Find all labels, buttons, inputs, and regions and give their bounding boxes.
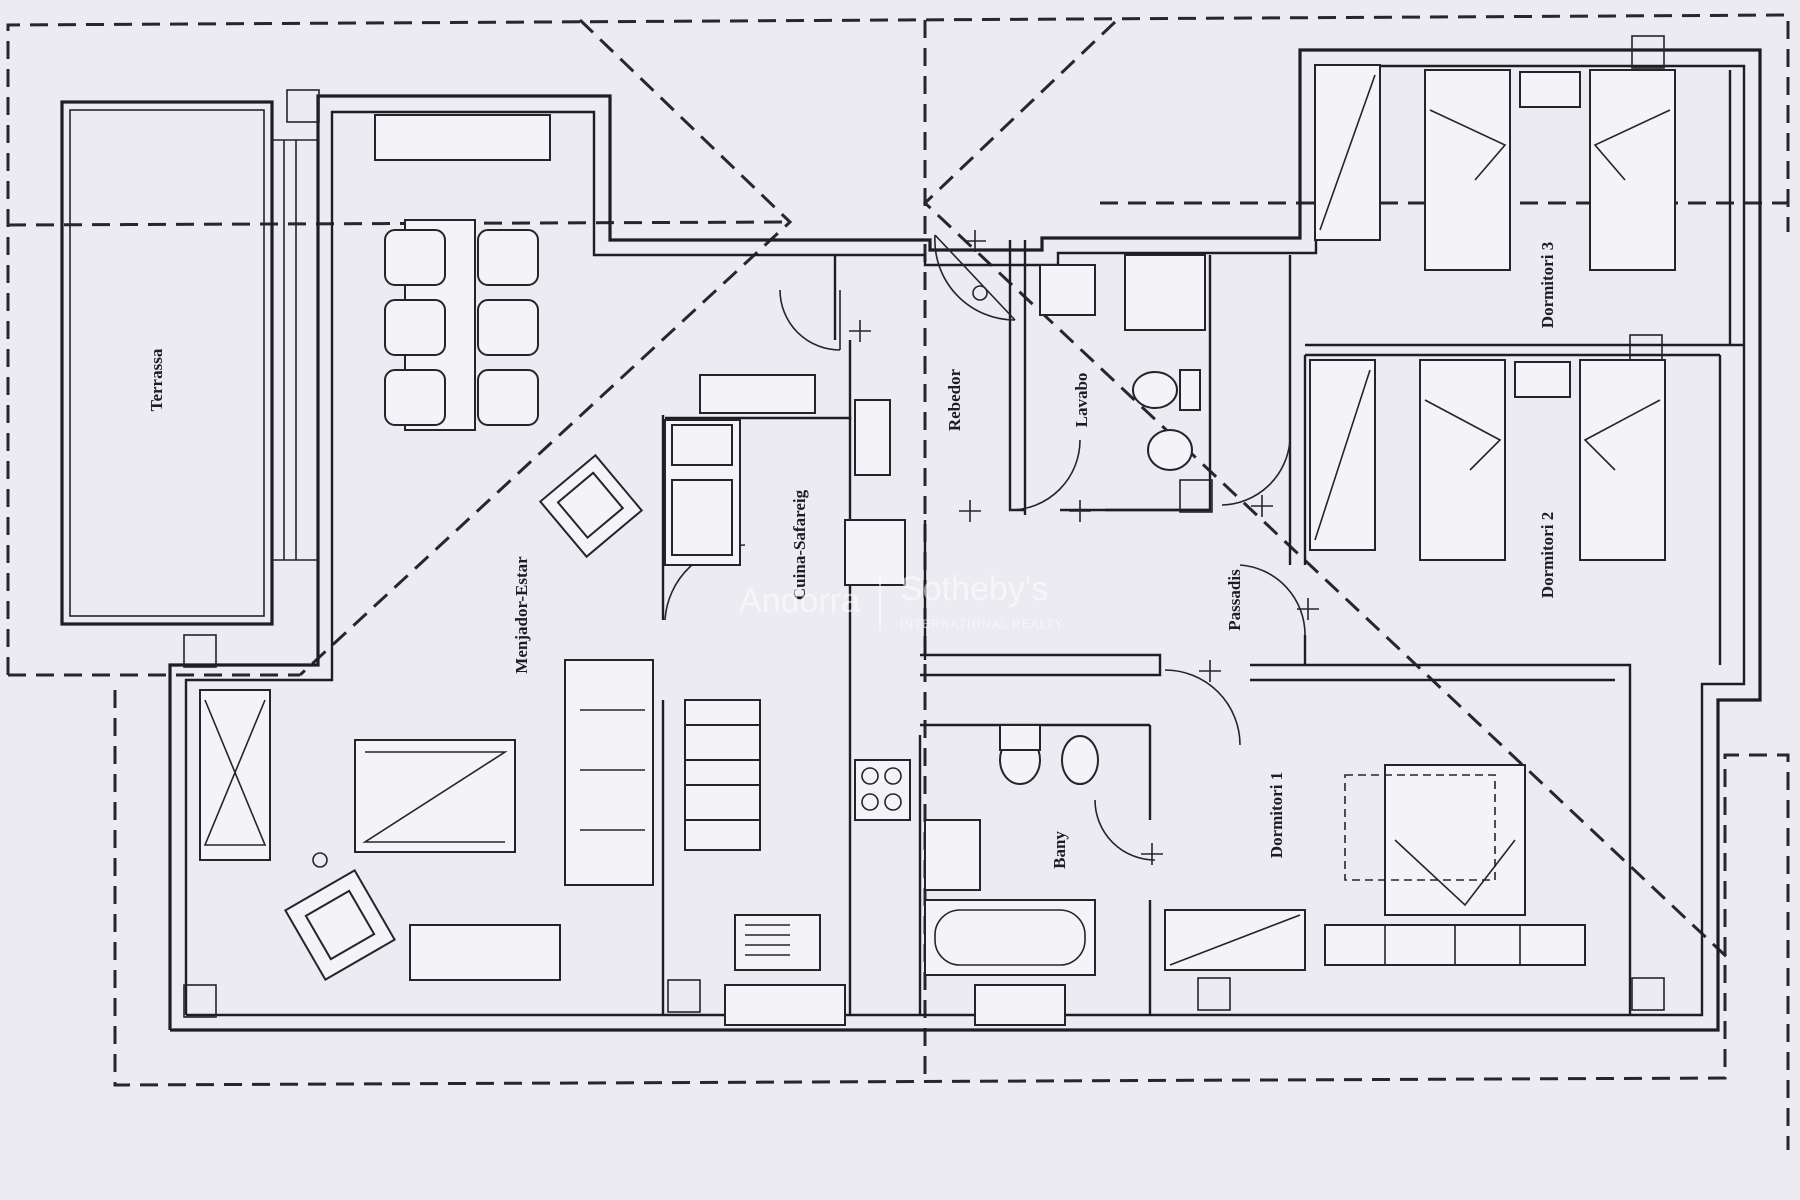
bathroom-fittings — [924, 254, 1206, 976]
room-label-dormitori1: Dormitori 1 — [1267, 772, 1286, 858]
bedroom-3-furniture — [1314, 64, 1676, 271]
columns — [183, 35, 1665, 1018]
room-label-lavabo: Lavabo — [1072, 373, 1091, 428]
bedroom-2-furniture — [1309, 359, 1666, 561]
watermark-sub: INTERNATIONAL REALTY — [900, 617, 1064, 631]
watermark-right: Sotheby's — [900, 570, 1048, 608]
interior-walls — [661, 70, 1744, 1015]
watermark-left: Andorra — [739, 582, 860, 620]
room-label-bany: Bany — [1050, 831, 1069, 869]
terrace — [60, 100, 318, 626]
room-label-dormitori2: Dormitori 2 — [1538, 512, 1557, 598]
living-furniture — [199, 453, 654, 982]
room-label-cuina: Cuina-Safareig — [790, 489, 809, 600]
bedroom-1-furniture — [1164, 764, 1586, 971]
room-label-passadis: Passadis — [1225, 569, 1244, 631]
dining-table — [374, 114, 551, 431]
kitchen-fittings — [664, 374, 1066, 1026]
doors — [664, 234, 1306, 861]
room-label-rebedor: Rebedor — [945, 368, 964, 431]
room-label-terrassa: Terrassa — [147, 348, 166, 411]
marker-crosses — [312, 230, 1319, 868]
room-label-dormitori3: Dormitori 3 — [1538, 242, 1557, 328]
watermark: Andorra Sotheby's INTERNATIONAL REALTY — [739, 570, 1064, 631]
room-labels: Terrassa Menjador-Estar Cuina-Safareig R… — [147, 242, 1557, 869]
room-label-menjador: Menjador-Estar — [512, 556, 531, 674]
